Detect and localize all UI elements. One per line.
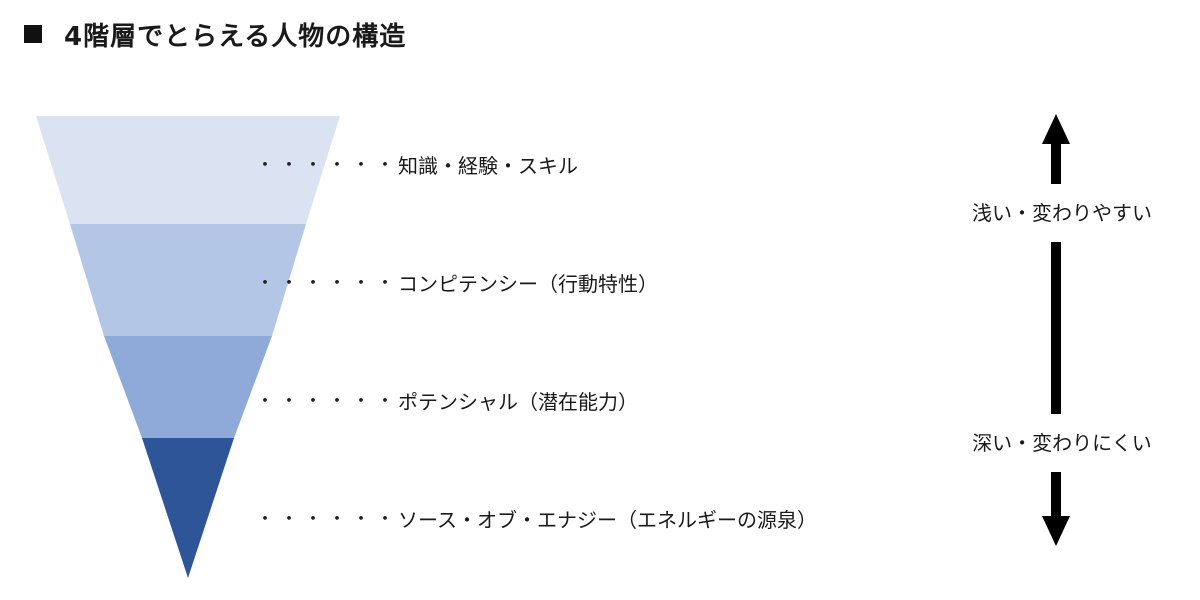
layer-label-knowledge: 知識・経験・スキル xyxy=(398,154,578,178)
leader-dots-4: ・・・・・・ xyxy=(256,509,400,530)
title-row: 4階層でとらえる人物の構造 xyxy=(24,14,406,54)
up-arrow-shaft xyxy=(1051,142,1061,184)
layer-label-competency: コンピテンシー（行動特性） xyxy=(398,272,658,296)
funnel-layer-knowledge xyxy=(36,116,340,224)
funnel-layer-competency xyxy=(70,224,306,336)
leader-dots-1: ・・・・・・ xyxy=(256,155,400,176)
scale-label-shallow: 浅い・変わりやすい xyxy=(972,201,1152,225)
title-bullet-square xyxy=(24,25,42,43)
page-title: 4階層でとらえる人物の構造 xyxy=(64,21,407,52)
funnel-layer-source-of-energy xyxy=(142,438,234,578)
funnel-layer-potential xyxy=(104,336,272,438)
leader-dots-3: ・・・・・・ xyxy=(256,391,400,412)
layer-label-potential: ポテンシャル（潜在能力） xyxy=(398,390,638,414)
down-arrow-shaft xyxy=(1051,472,1061,520)
down-arrow-head xyxy=(1042,516,1070,546)
layer-label-source-of-energy: ソース・オブ・エナジー（エネルギーの源泉） xyxy=(398,508,817,532)
middle-arrow-bar xyxy=(1051,242,1061,414)
up-arrow-head xyxy=(1042,114,1070,144)
leader-dots-2: ・・・・・・ xyxy=(256,273,400,294)
scale-label-deep: 深い・変わりにくい xyxy=(972,431,1152,455)
